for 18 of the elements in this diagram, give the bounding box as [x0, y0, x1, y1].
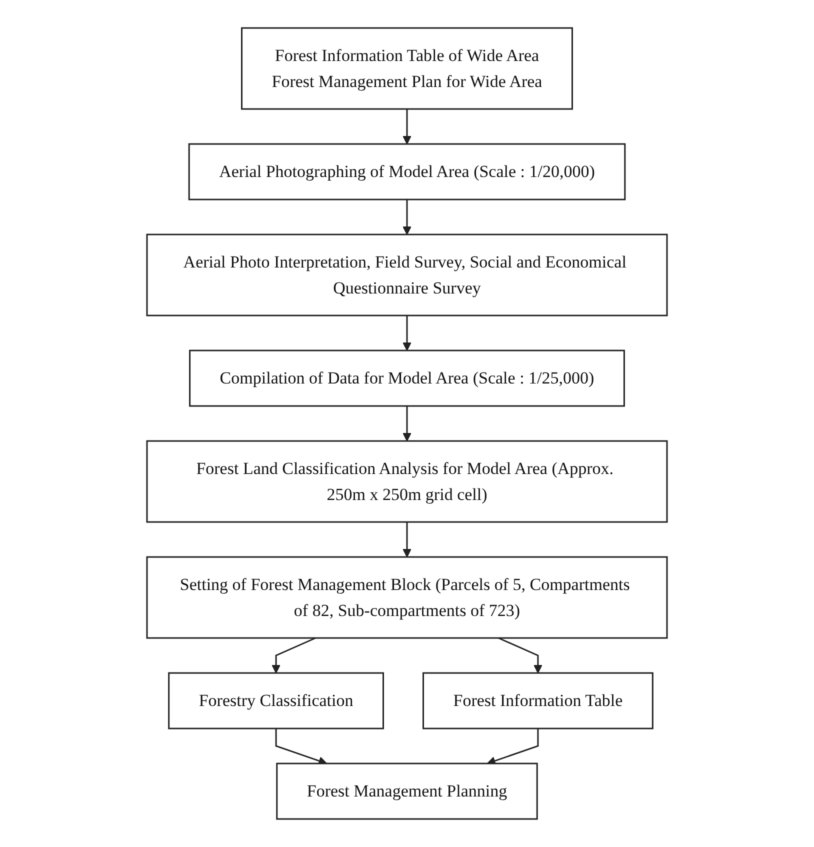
node-box: Forestry Classification: [168, 672, 384, 730]
node-box: Aerial Photographing of Model Area (Scale : 1/20,000): [188, 143, 626, 200]
arrow: [275, 728, 328, 766]
node-box: Forest Land Classification Analysis for Model Area (Approx. 250m x 250m grid cell): [146, 440, 668, 523]
arrow: [402, 109, 412, 144]
node-box: Forest Information Table: [422, 672, 654, 730]
node-box: Setting of Forest Management Block (Parcels of 5, Compartments of 82, Sub-compartments of 723): [146, 556, 668, 639]
arrow: [402, 406, 412, 442]
node-box: Aerial Photo Interpretation, Field Survey, Social and Economical Questionnaire Survey: [146, 234, 668, 316]
node-box: Compilation of Data for Model Area (Scale : 1/25,000): [189, 350, 625, 407]
arrow: [486, 728, 539, 766]
arrow: [402, 522, 412, 558]
arrow: [498, 637, 542, 674]
arrow: [402, 200, 412, 235]
arrow: [272, 637, 316, 674]
arrow: [402, 316, 412, 351]
node-box: Forest Information Table of Wide Area Forest Management Plan for Wide Area: [241, 27, 573, 110]
node-box: Forest Management Planning: [276, 762, 538, 820]
